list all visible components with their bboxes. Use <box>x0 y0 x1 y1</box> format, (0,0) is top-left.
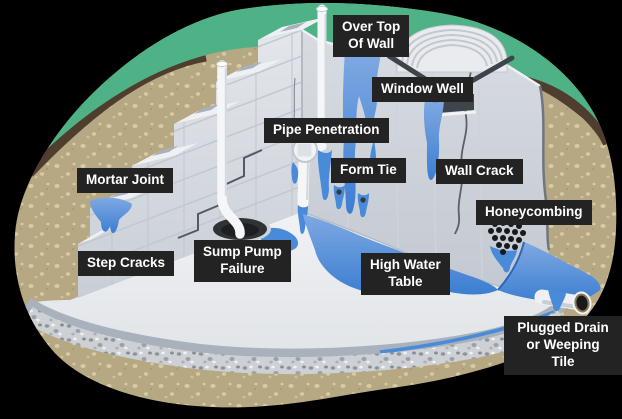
pipe-penetration-assembly <box>291 137 332 234</box>
label-pipe-penetration: Pipe Penetration <box>264 118 389 143</box>
label-sump-pump-failure: Sump Pump Failure <box>194 240 291 282</box>
label-plugged-drain-or-weeping-tile: Plugged Drain or Weeping Tile <box>504 316 622 375</box>
basement-floor-slab <box>28 210 562 355</box>
form-tie-dot <box>336 189 342 195</box>
water-edge-line <box>497 241 525 291</box>
label-honeycombing: Honeycombing <box>476 200 592 225</box>
water-mortar-joint-leak <box>90 197 132 234</box>
water-drip <box>291 162 299 184</box>
water-window-well-leak <box>423 100 444 180</box>
form-ties <box>333 185 369 218</box>
label-form-tie: Form Tie <box>331 158 406 183</box>
water-drip <box>317 150 332 201</box>
water-honeycombing-leak <box>490 246 517 273</box>
wall-soil-boundary <box>538 85 551 251</box>
sump-pipe-cap <box>216 60 228 68</box>
water-form-tie-drip <box>357 193 369 218</box>
drain-pipe-plugged-opening <box>576 295 588 311</box>
weeping-tile-drain <box>534 287 592 315</box>
form-tie-dot <box>360 197 366 203</box>
block-core-holes <box>110 22 306 198</box>
downspout-pipe-cap <box>316 5 328 13</box>
sump-discharge-pipe <box>217 60 245 239</box>
label-wall-crack: Wall Crack <box>436 159 523 184</box>
label-high-water-table: High Water Table <box>361 253 450 295</box>
water-flow-to-drain <box>498 242 601 303</box>
pipe-penetration-collar <box>296 142 313 158</box>
label-window-well: Window Well <box>372 77 473 102</box>
label-step-cracks: Step Cracks <box>78 251 175 276</box>
water-drip-on-drain <box>548 287 566 312</box>
label-over-top-of-wall: Over Top Of Wall <box>333 15 410 57</box>
label-mortar-joint: Mortar Joint <box>77 168 174 193</box>
water-form-tie-drip <box>333 185 345 210</box>
pipe-shade <box>306 161 309 201</box>
penetrating-pipe <box>297 154 310 209</box>
water-drip <box>297 205 308 234</box>
